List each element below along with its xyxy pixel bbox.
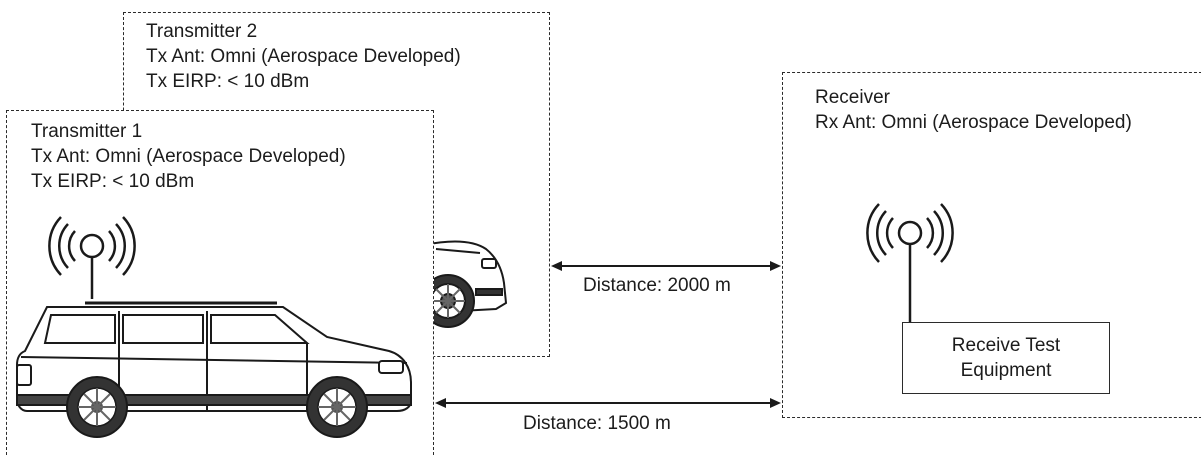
- equipment-label-line1: Receive Test: [951, 335, 1061, 356]
- transmitter-2-text: Transmitter 2 Tx Ant: Omni (Aerospace De…: [146, 19, 461, 94]
- transmitter-1-antenna: Tx Ant: Omni (Aerospace Developed): [31, 146, 346, 167]
- transmitter-2-antenna: Tx Ant: Omni (Aerospace Developed): [146, 46, 461, 67]
- transmitter-1-text: Transmitter 1 Tx Ant: Omni (Aerospace De…: [31, 119, 346, 194]
- transmitter-1-car-icon: [16, 216, 412, 438]
- arrow-1500m: [435, 398, 781, 408]
- receiver-antenna-icon: [866, 203, 954, 323]
- receiver-panel: Receiver Rx Ant: Omni (Aerospace Develop…: [782, 72, 1201, 418]
- transmitter-2-title: Transmitter 2: [146, 21, 258, 42]
- transmitter-1-title: Transmitter 1: [31, 121, 143, 142]
- receive-test-equipment-box: Receive Test Equipment: [902, 322, 1110, 394]
- transmitter-1-panel: Transmitter 1 Tx Ant: Omni (Aerospace De…: [6, 110, 434, 455]
- receiver-title: Receiver: [815, 87, 890, 108]
- receiver-text: Receiver Rx Ant: Omni (Aerospace Develop…: [815, 85, 1132, 135]
- equipment-label-line2: Equipment: [960, 360, 1052, 381]
- wheels: [66, 376, 368, 438]
- transmitter-2-eirp: Tx EIRP: < 10 dBm: [146, 71, 310, 92]
- receiver-antenna: Rx Ant: Omni (Aerospace Developed): [815, 112, 1132, 133]
- transmitter-1-eirp: Tx EIRP: < 10 dBm: [31, 171, 195, 192]
- distance-2000-label: Distance: 2000 m: [583, 275, 731, 296]
- transmitter-1-antenna-icon: [48, 216, 136, 299]
- distance-1500-label: Distance: 1500 m: [523, 413, 671, 434]
- arrow-2000m: [551, 261, 781, 271]
- transmitter-2-car-icon: [421, 240, 508, 328]
